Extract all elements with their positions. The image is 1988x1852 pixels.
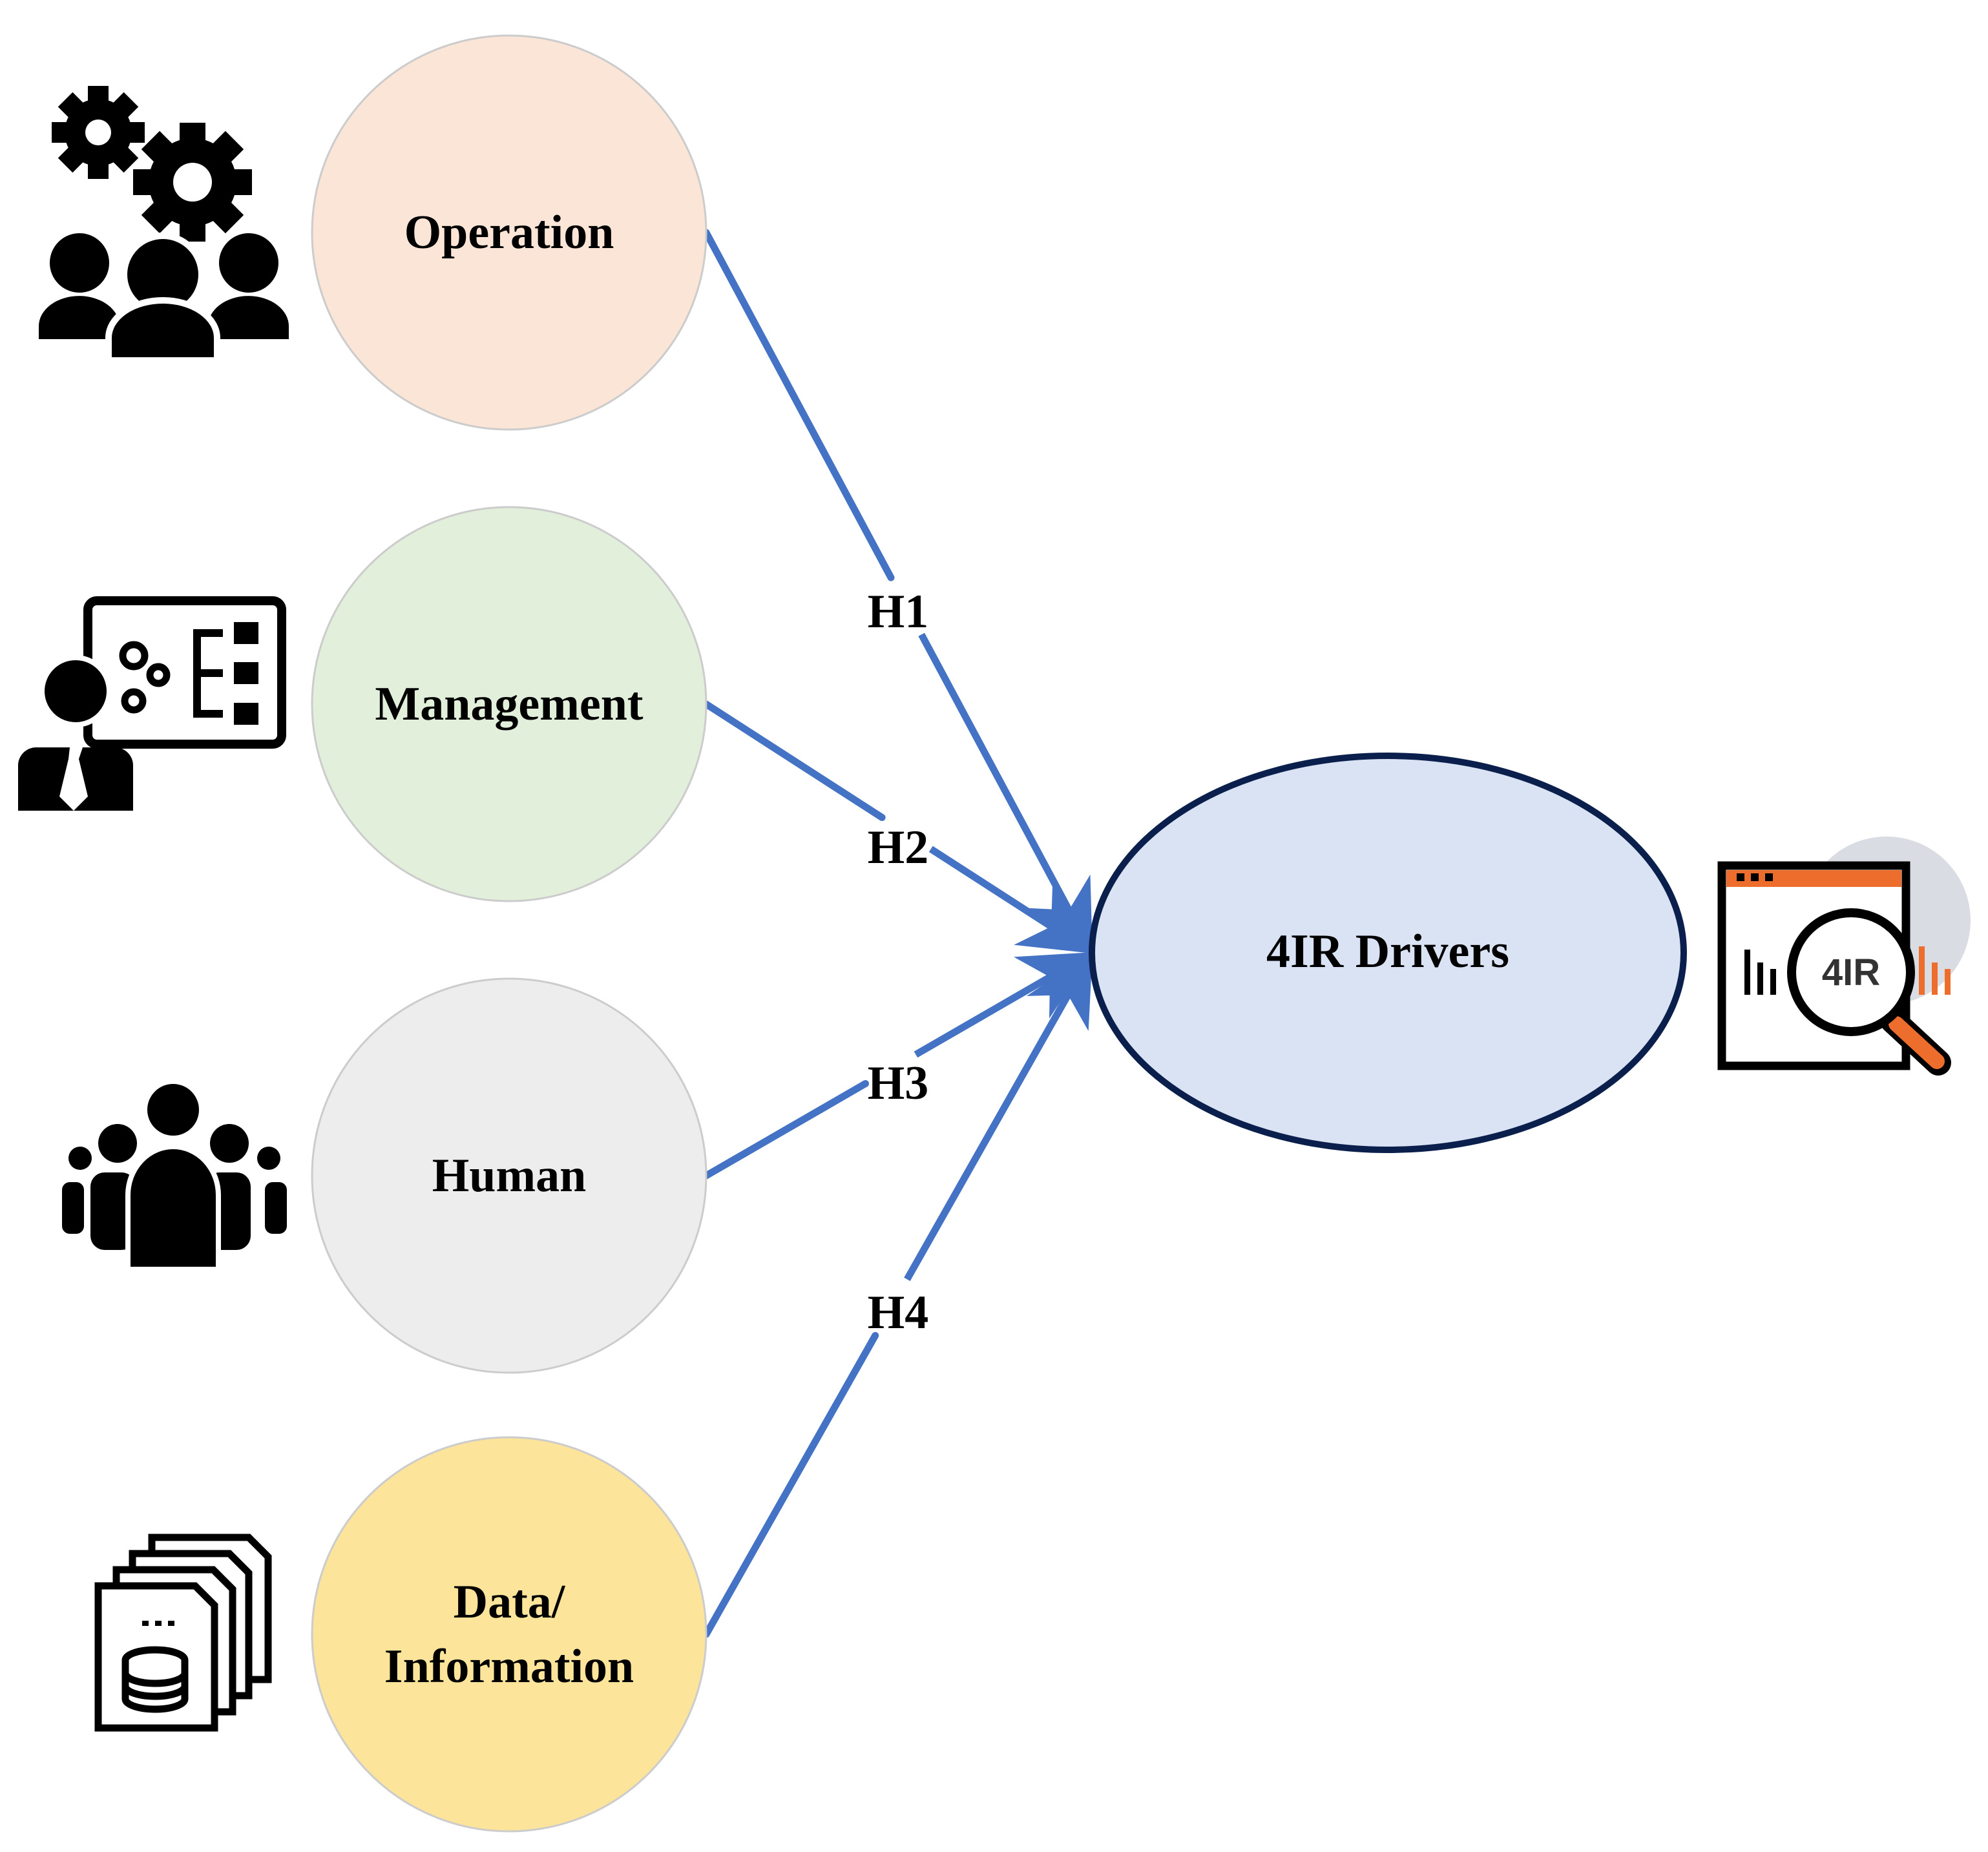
node-label-data: Data/ xyxy=(454,1576,566,1628)
node-data[interactable]: Data/Information xyxy=(311,1436,707,1833)
edge-label-h2: H2 xyxy=(868,821,929,874)
edge-line-h3 xyxy=(702,1080,870,1180)
node-label-human: Human xyxy=(432,1149,587,1202)
edge-line-h2 xyxy=(702,700,886,822)
gears-team-icon xyxy=(39,86,289,364)
target-node-4ir-drivers[interactable]: 4IR Drivers xyxy=(1089,753,1687,1153)
node-human[interactable]: Human xyxy=(311,977,707,1374)
node-label-operation: Operation xyxy=(404,206,614,259)
edge-label-h3: H3 xyxy=(868,1057,929,1110)
edge-line-h4 xyxy=(702,1331,879,1638)
manager-presentation-icon xyxy=(18,596,286,811)
4ir-badge-text: 4IR xyxy=(1822,952,1880,994)
node-circle-management xyxy=(311,506,707,902)
edge-label-h1: H1 xyxy=(868,585,929,638)
node-circle-operation xyxy=(311,34,707,431)
node-label-management: Management xyxy=(375,678,643,731)
target-label: 4IR Drivers xyxy=(1266,925,1509,978)
people-group-icon xyxy=(62,1079,287,1272)
4ir-analytics-icon: 4IR xyxy=(1717,837,1971,1076)
target-ellipse xyxy=(1089,753,1687,1153)
node-management[interactable]: Management xyxy=(311,506,707,902)
edge-line-h1 xyxy=(702,229,895,581)
database-documents-icon xyxy=(94,1534,272,1732)
edge-arrow-h2 xyxy=(928,846,1093,954)
node-operation[interactable]: Operation xyxy=(311,34,707,431)
node-circle-human xyxy=(311,977,707,1374)
node-circle-data xyxy=(311,1436,707,1833)
edge-h2[interactable]: H2 xyxy=(702,700,1093,954)
edge-label-h4: H4 xyxy=(868,1286,929,1339)
edge-h4[interactable]: H4 xyxy=(702,952,1093,1638)
edge-arrow-h4 xyxy=(904,952,1093,1282)
node-label-data: Information xyxy=(384,1640,634,1693)
edge-arrow-h3 xyxy=(914,952,1093,1058)
